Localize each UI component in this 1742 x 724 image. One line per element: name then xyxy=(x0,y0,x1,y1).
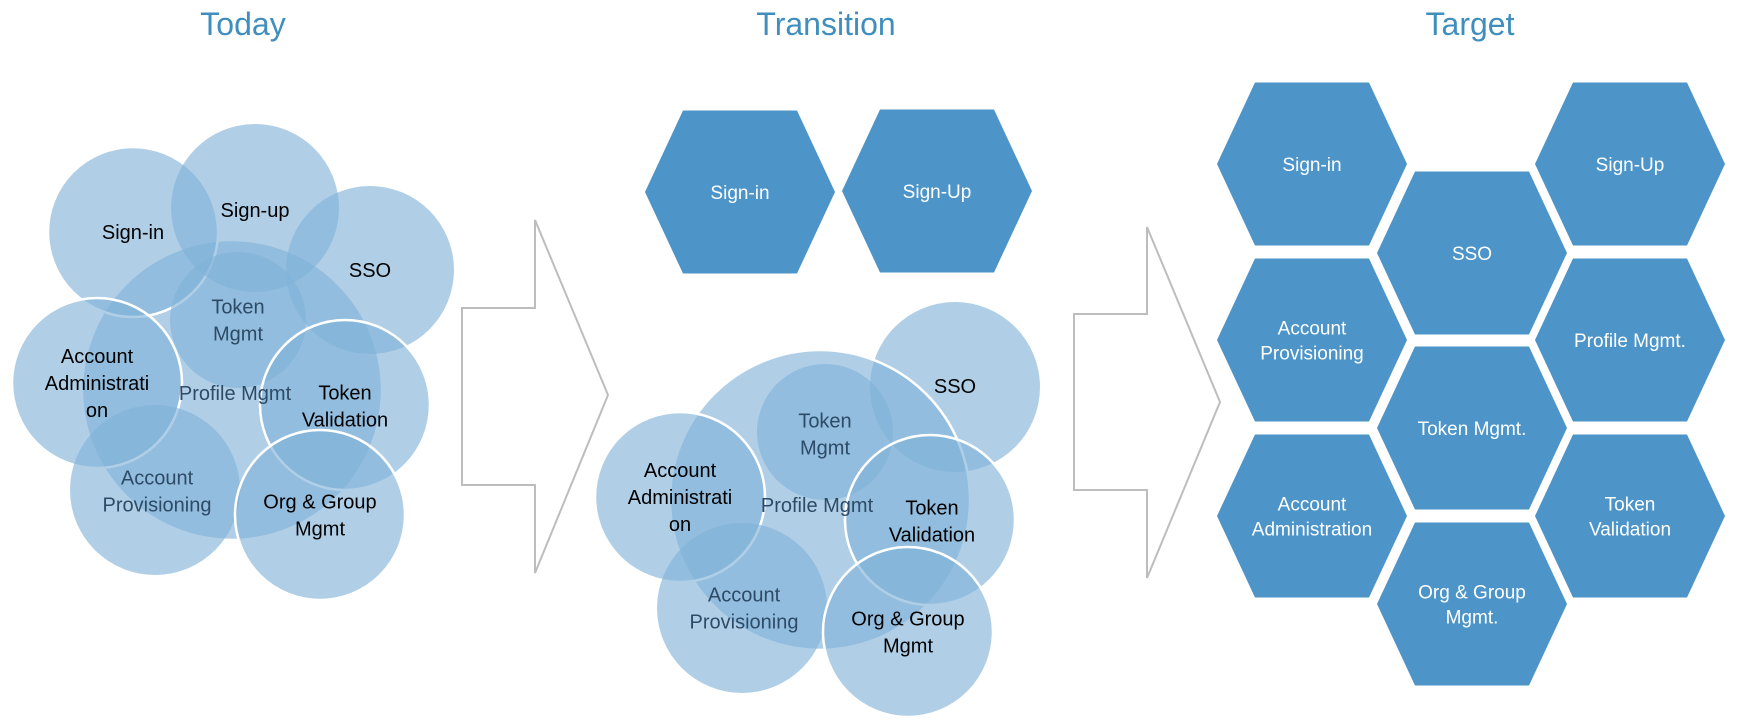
target-hexagon-sign-in xyxy=(1217,82,1407,246)
transition-circle-token-mgmt xyxy=(757,364,893,500)
target-hexagon-sign-up xyxy=(1535,82,1725,246)
today-circle-org-group xyxy=(233,428,407,602)
today-sign-up-label: Sign-up xyxy=(221,200,290,222)
title-today: Today xyxy=(200,6,286,42)
transition-hex-sign-up-label: Sign-Up xyxy=(903,182,972,203)
today-circle-sso xyxy=(286,186,454,354)
target-hex-sign-up-label: Sign-Up xyxy=(1596,155,1665,176)
arrow-transition-to-target xyxy=(1073,226,1222,579)
transition-hexagon-sign-up xyxy=(842,109,1032,273)
target-hexagon-token-validation xyxy=(1535,434,1725,598)
target-hexagon-profile xyxy=(1535,258,1725,422)
transition-profile-label: Profile Mgmt xyxy=(761,495,874,517)
target-hex-sign-in-label: Sign-in xyxy=(1282,155,1341,176)
today-circle-account-provisioning xyxy=(70,405,240,575)
today-profile-label: Profile Mgmt xyxy=(179,383,292,405)
target-hexagon-sso xyxy=(1377,171,1567,335)
today-sign-in-label: Sign-in xyxy=(102,222,164,244)
transition-hexagon-sign-in xyxy=(645,110,835,274)
target-hexagon-token-mgmt xyxy=(1377,346,1567,510)
today-sso-label: SSO xyxy=(349,260,391,282)
target-hexagon-org-group xyxy=(1377,522,1567,686)
target-hex-sso-label: SSO xyxy=(1452,244,1492,265)
target-hexagon-account-provisioning xyxy=(1217,258,1407,422)
target-hexagon-account-admin xyxy=(1217,434,1407,598)
transition-sso-label: SSO xyxy=(934,376,976,398)
arrow-today-to-transition xyxy=(461,219,610,574)
target-hex-profile-label: Profile Mgmt. xyxy=(1574,331,1686,352)
title-transition: Transition xyxy=(756,6,896,42)
title-target: Target xyxy=(1425,6,1515,42)
transition-circle-org-group xyxy=(821,545,995,719)
target-hex-token-mgmt-label: Token Mgmt. xyxy=(1418,419,1527,440)
transition-hex-sign-in-label: Sign-in xyxy=(710,183,769,204)
transition-circle-account-provisioning xyxy=(657,523,827,693)
today-circle-token-mgmt xyxy=(170,252,306,388)
